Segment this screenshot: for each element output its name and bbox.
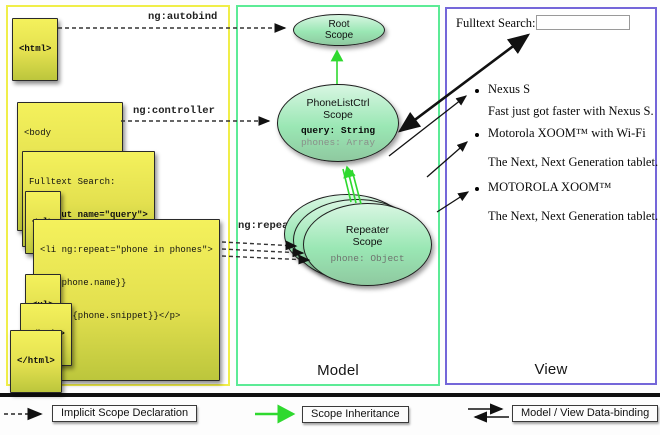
code-line: <body (24, 128, 52, 138)
code-html-close: </html> (10, 330, 62, 393)
scope-prop-query: query: String (300, 125, 376, 136)
legend-model-view-data-binding: Model / View Data-binding (512, 405, 659, 422)
bullet-icon (475, 89, 479, 93)
scope-name: Scope (323, 109, 353, 121)
code-html-open: <html> (12, 18, 59, 81)
view-item-title: MOTOROLA XOOM™ (488, 180, 612, 194)
code-line: {{phone.name}} (40, 278, 127, 288)
legend-scope-inheritance: Scope Inheritance (302, 406, 409, 423)
scope-name: Scope (352, 236, 383, 248)
root-scope-ellipse: Root Scope (293, 14, 385, 46)
code-line: <p>{{phone.snippet}}</p> (40, 311, 181, 321)
bullet-icon (475, 187, 479, 191)
edge-label-ng-autobind: ng:autobind (148, 11, 218, 23)
view-item-desc: The Next, Next Generation tablet. (488, 155, 659, 169)
view-panel-label: View (534, 361, 568, 378)
scope-name: Repeater (345, 224, 390, 236)
phonelistctrl-scope-ellipse: PhoneListCtrl Scope query: String phones… (277, 84, 399, 162)
edge-label-ng-repeat: ng:repeat (238, 220, 295, 232)
edge-label-ng-controller: ng:controller (133, 105, 215, 117)
code-line: Fulltext Search: (29, 177, 116, 187)
code-line: </html> (17, 356, 55, 366)
scope-prop-phone: phone: Object (330, 253, 405, 264)
scope-name: Root (328, 19, 350, 30)
model-panel-label: Model (317, 362, 359, 379)
repeater-scope-ellipse-front: Repeater Scope phone: Object (303, 203, 432, 286)
code-line: <li ng:repeat="phone in phones"> (40, 245, 213, 255)
view-item-desc: Fast just got faster with Nexus S. (488, 104, 654, 118)
scope-prop-phones: phones: Array (300, 137, 376, 148)
view-item-title: Nexus S (488, 82, 531, 96)
legend-separator (0, 393, 660, 397)
view-item-title: Motorola XOOM™ with Wi-Fi (488, 126, 646, 140)
view-panel: View (445, 7, 657, 385)
view-item-desc: The Next, Next Generation tablet. (488, 209, 659, 223)
view-search-label: Fulltext Search: (456, 16, 536, 30)
legend-implicit-scope-declaration: Implicit Scope Declaration (52, 405, 198, 422)
scope-name: PhoneListCtrl (306, 97, 370, 109)
bullet-icon (475, 133, 479, 137)
view-search-input[interactable] (536, 15, 630, 30)
scope-name: Scope (324, 30, 354, 41)
code-line: <html> (19, 44, 52, 54)
